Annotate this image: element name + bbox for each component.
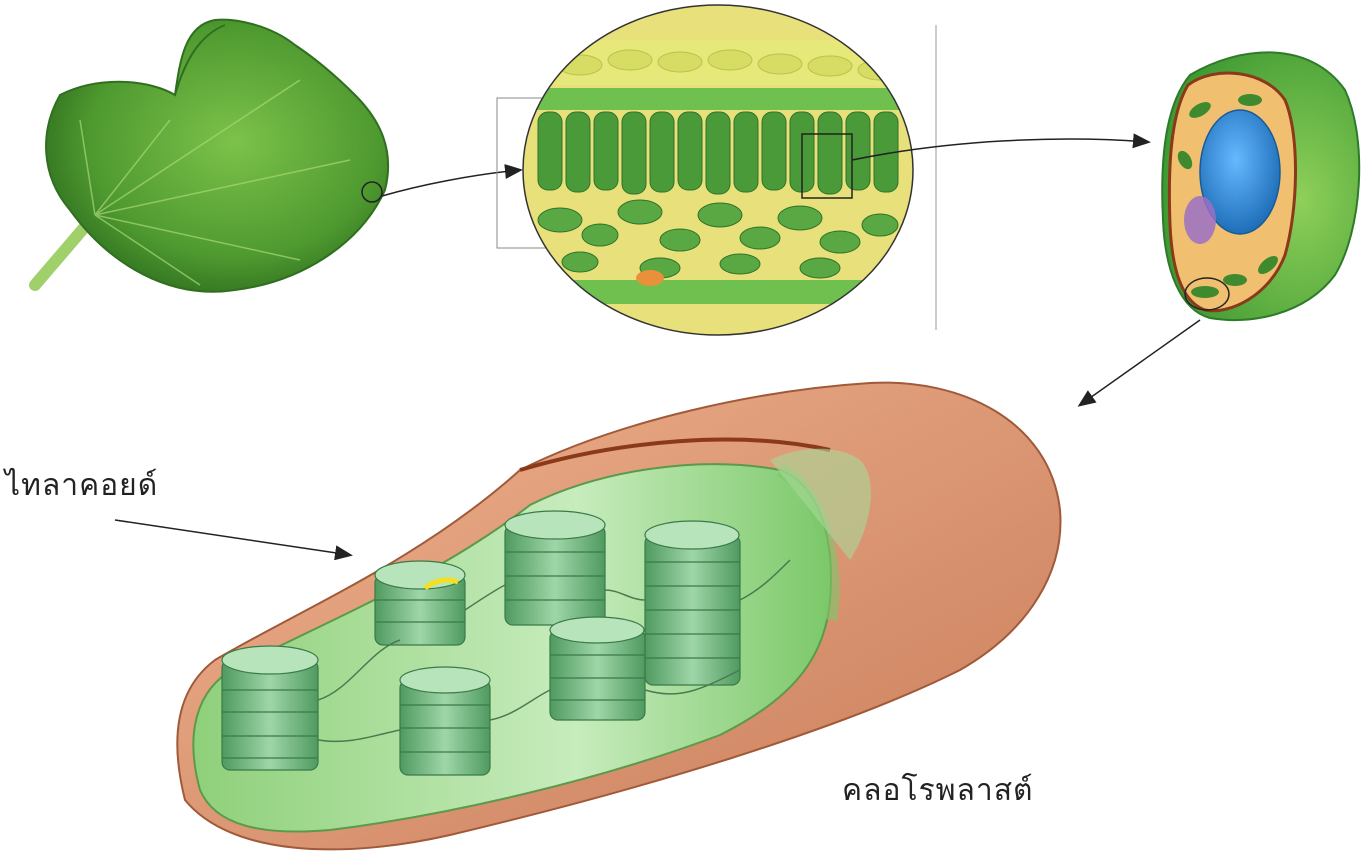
granum-stack xyxy=(505,511,605,625)
granum-stack xyxy=(550,617,645,720)
granum-stack xyxy=(645,521,740,685)
leaf-image xyxy=(35,20,388,292)
granum-stack xyxy=(375,561,465,645)
arrow-thylakoid xyxy=(115,520,350,555)
arrow-cell-to-chloroplast xyxy=(1080,320,1200,405)
chloroplast-label: คลอโรพลาสต์ xyxy=(842,772,1034,808)
thylakoid-label: ไทลาคอยด์ xyxy=(3,467,158,503)
leaf-cross-section xyxy=(497,0,936,340)
granum-stack xyxy=(400,667,490,775)
arrow-leaf-to-section xyxy=(382,170,520,196)
plant-cell xyxy=(1162,52,1359,320)
granum-stack xyxy=(222,646,318,770)
